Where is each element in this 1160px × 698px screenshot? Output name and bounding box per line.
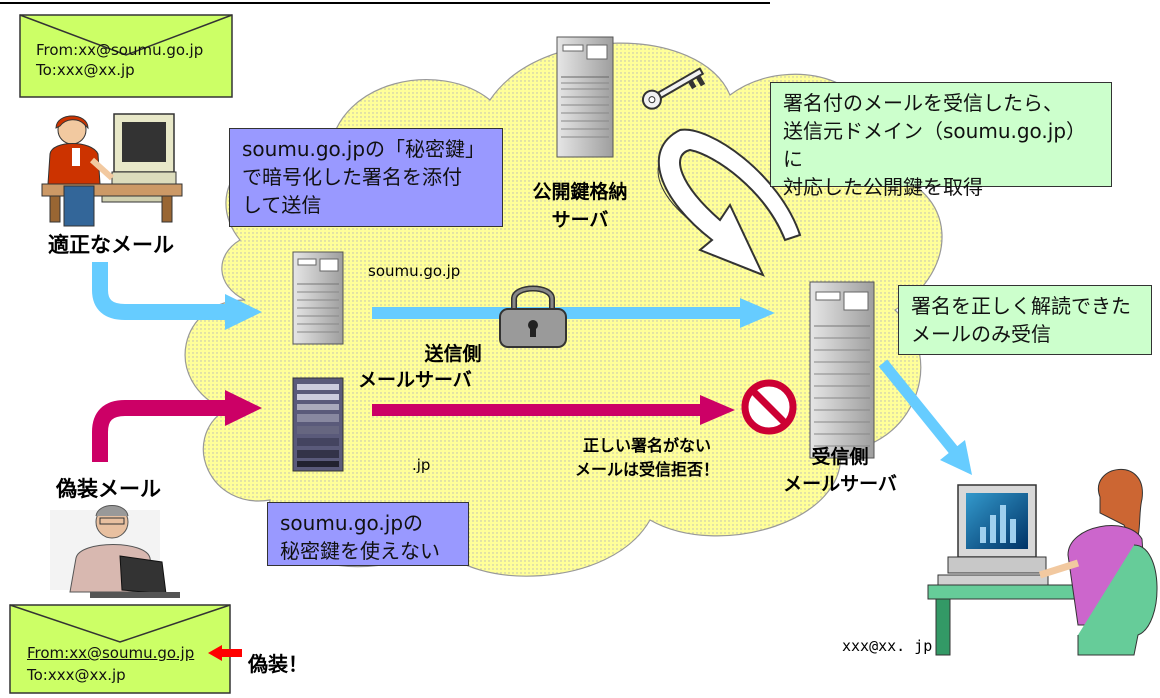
fetch-key-callout-line2: 送信元ドメイン（soumu.go.jp）に [783, 119, 1087, 171]
spoof-server-icon [292, 377, 344, 472]
sign-callout-line1: soumu.go.jpの「秘密鍵」 [242, 137, 486, 161]
no-key-callout-line1: soumu.go.jpの [280, 511, 424, 535]
sender-server-label-line2: メールサーバ [358, 369, 472, 391]
curved-arrow-icon [657, 128, 802, 277]
key-server-label-line2: サーバ [551, 209, 609, 231]
fetch-key-callout-line1: 署名付のメールを受信したら、 [783, 91, 1063, 115]
person-at-computer-icon [41, 113, 183, 227]
accept-callout: 署名を正しく解読できた メールのみ受信 [898, 285, 1152, 355]
person-with-laptop-icon [50, 505, 180, 598]
no-key-callout-line2: 秘密鍵を使えない [280, 539, 440, 563]
sender-server-label-line1: 送信側 [424, 343, 482, 365]
spoof-mail-arrow [92, 390, 262, 462]
valid-envelope-from: From:xx@soumu.go.jp [36, 41, 204, 59]
valid-envelope-icon [19, 14, 233, 98]
sender-domain-label: soumu.go.jp [368, 262, 461, 280]
spoof-envelope-from: From:xx@soumu.go.jp [27, 644, 195, 662]
spoof-envelope-icon [9, 604, 231, 694]
sign-callout-line2: で暗号化した署名を添付 [242, 165, 462, 189]
key-server-label-line1: 公開鍵格納 [532, 181, 628, 203]
prohibited-icon [741, 379, 797, 435]
sender-server-label: 送信側 [388, 340, 518, 368]
receiver-server-icon [809, 281, 875, 459]
fetch-key-callout-line3: 対応した公開鍵を取得 [783, 175, 983, 199]
receiver-person-icon [927, 469, 1158, 656]
receiver-server-label-line2: メールサーバ [783, 473, 897, 495]
sign-callout: soumu.go.jpの「秘密鍵」 で暗号化した署名を添付 して送信 [229, 128, 503, 227]
reject-label-line1: 正しい署名がない [582, 436, 711, 455]
receiver-server-label-line1: 受信側 [811, 446, 869, 468]
no-key-callout: soumu.go.jpの 秘密鍵を使えない [267, 502, 469, 566]
padlock-icon [499, 285, 567, 348]
spoof-envelope-to: To:xxx@xx.jp [27, 666, 126, 684]
key-server-label: 公開鍵格納 サーバ [520, 178, 640, 234]
deliver-arrow [878, 359, 972, 475]
accept-callout-line2: メールのみ受信 [911, 322, 1051, 346]
spoof-pointer-arrow [208, 645, 242, 661]
rejected-mail-arrow [372, 395, 735, 425]
sign-callout-line3: して送信 [242, 193, 322, 217]
receiver-address-label: xxx@xx. jp [842, 637, 933, 655]
key-icon [641, 67, 706, 110]
valid-mail-label: 適正なメール [48, 233, 174, 257]
reject-label: 正しい署名がない メールは受信拒否！ [552, 434, 742, 482]
spoof-domain-label: .jp [412, 456, 431, 474]
sender-server-icon [292, 251, 344, 345]
fetch-key-callout: 署名付のメールを受信したら、 送信元ドメイン（soumu.go.jp）に 対応し… [770, 82, 1112, 199]
valid-envelope-to: To:xxx@xx.jp [36, 61, 135, 79]
accept-callout-line1: 署名を正しく解読できた [911, 294, 1131, 318]
reject-label-line2: メールは受信拒否！ [574, 460, 719, 479]
spoof-mark-label: 偽装！ [248, 652, 308, 676]
server-icon [556, 36, 614, 158]
receiver-server-label: 受信側 メールサーバ [750, 444, 930, 498]
spoof-mail-label: 偽装メール [56, 477, 161, 501]
valid-mail-arrow [92, 262, 262, 330]
